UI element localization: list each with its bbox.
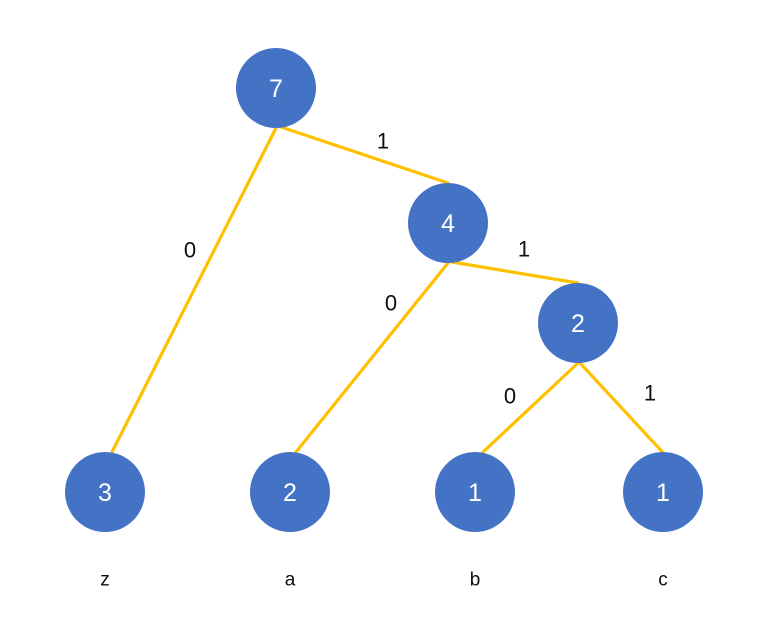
edge-label: 1 xyxy=(377,129,389,154)
edge-label: 0 xyxy=(504,384,516,409)
leaf-symbol-label: b xyxy=(470,570,481,591)
node-circle xyxy=(250,452,330,532)
edges-group xyxy=(110,125,670,460)
tree-node-internal[interactable]: 7 xyxy=(236,48,316,128)
tree-node-leaf[interactable]: 1 xyxy=(623,452,703,532)
edge-label: 1 xyxy=(518,237,530,262)
tree-node-leaf[interactable]: 3 xyxy=(65,452,145,532)
edge-labels-group: 0 1 0 1 0 1 xyxy=(184,129,656,409)
node-circle xyxy=(236,48,316,128)
leaf-symbol-label: z xyxy=(100,570,110,591)
node-value: 4 xyxy=(441,210,455,238)
edge-label: 1 xyxy=(644,381,656,406)
edge-label: 0 xyxy=(184,238,196,263)
tree-edge xyxy=(279,125,450,185)
node-circle xyxy=(623,452,703,532)
tree-edge xyxy=(294,261,450,454)
edge-label: 0 xyxy=(385,291,397,316)
tree-node-leaf[interactable]: 1 xyxy=(435,452,515,532)
node-circle xyxy=(408,183,488,263)
node-value: 2 xyxy=(283,479,297,507)
node-value: 3 xyxy=(98,479,112,507)
leaf-symbol-label: c xyxy=(658,570,668,591)
tree-edge xyxy=(480,361,580,455)
tree-node-internal[interactable]: 2 xyxy=(538,283,618,363)
node-value: 2 xyxy=(571,310,585,338)
node-value: 1 xyxy=(468,479,482,507)
nodes-group: 7 4 2 3 2 1 1 xyxy=(65,48,703,532)
tree-edge xyxy=(110,126,278,454)
tree-edge xyxy=(578,361,670,460)
node-circle xyxy=(538,283,618,363)
node-value: 1 xyxy=(656,479,670,507)
node-circle xyxy=(65,452,145,532)
tree-edge xyxy=(450,260,580,285)
leaf-symbol-label: a xyxy=(285,570,296,591)
node-circle xyxy=(435,452,515,532)
tree-node-leaf[interactable]: 2 xyxy=(250,452,330,532)
tree-node-internal[interactable]: 4 xyxy=(408,183,488,263)
node-value: 7 xyxy=(269,75,283,103)
